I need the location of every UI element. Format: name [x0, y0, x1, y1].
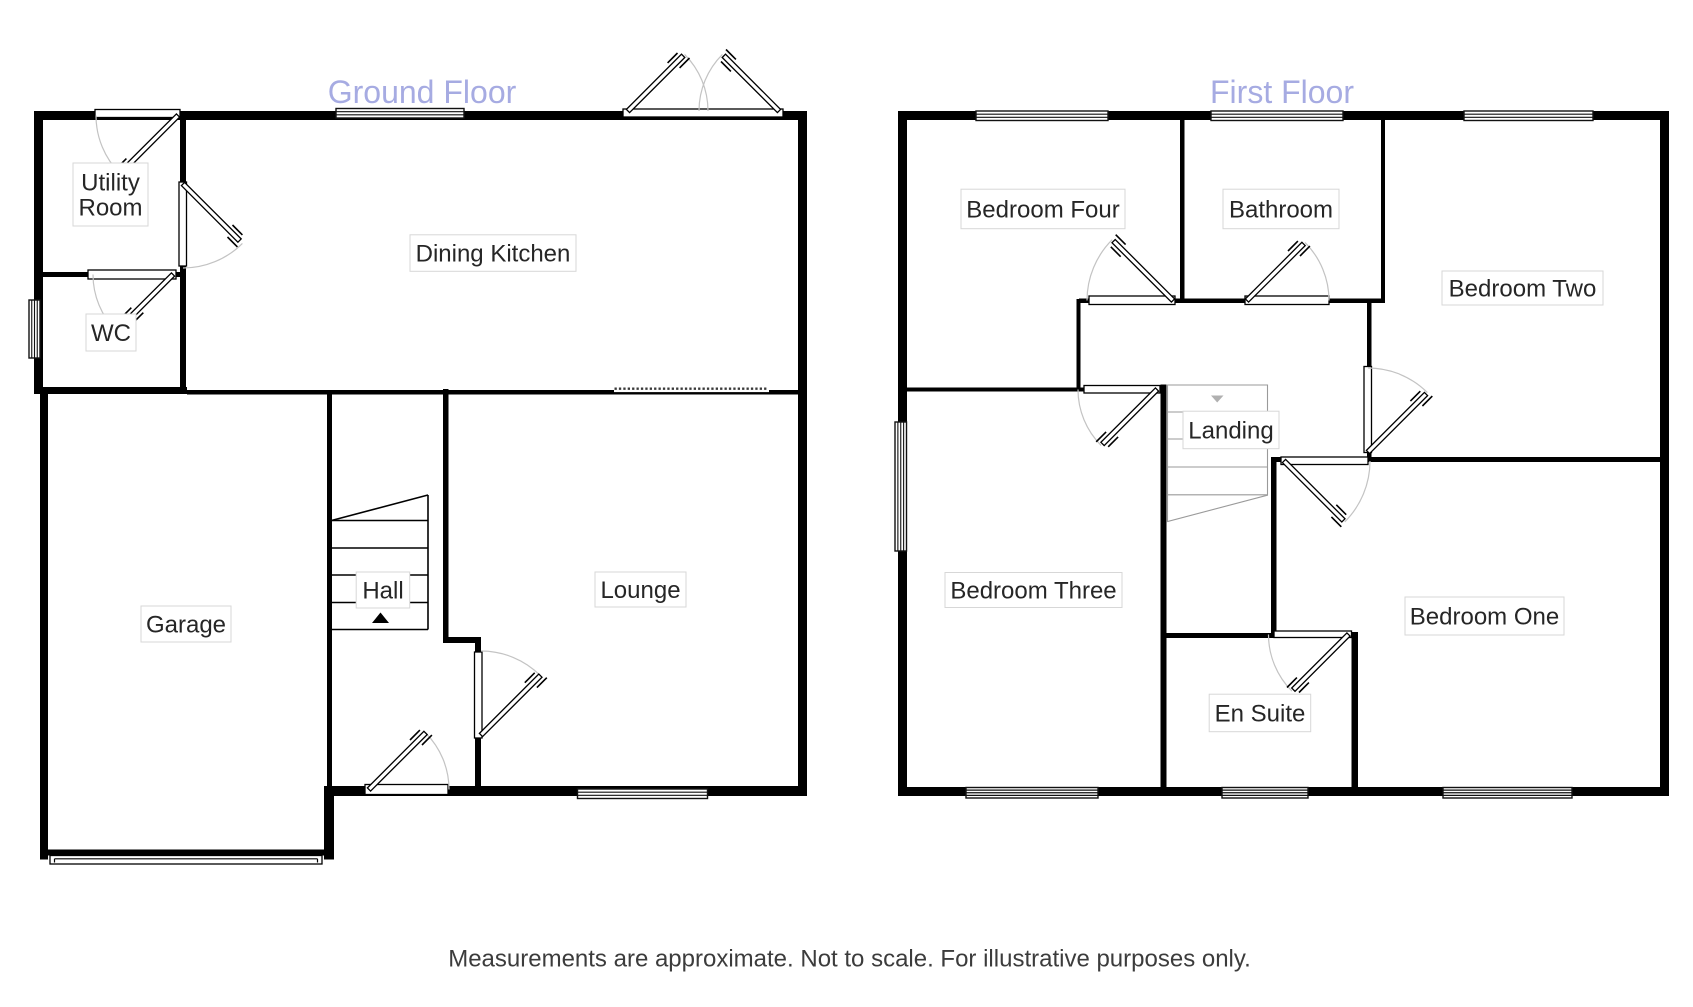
svg-text:Bedroom Two: Bedroom Two	[1449, 276, 1597, 303]
svg-text:Ground Floor: Ground Floor	[328, 74, 517, 110]
svg-text:Dining Kitchen: Dining Kitchen	[416, 241, 571, 268]
svg-text:Bathroom: Bathroom	[1229, 197, 1333, 224]
svg-text:Landing: Landing	[1188, 418, 1273, 445]
svg-text:First Floor: First Floor	[1210, 74, 1354, 110]
svg-text:Bedroom Four: Bedroom Four	[966, 197, 1119, 224]
svg-text:Garage: Garage	[146, 612, 226, 639]
svg-text:Utility: Utility	[81, 170, 140, 197]
svg-text:Room: Room	[78, 195, 142, 222]
svg-text:Bedroom Three: Bedroom Three	[950, 578, 1116, 605]
svg-text:Hall: Hall	[362, 578, 403, 605]
svg-text:Bedroom One: Bedroom One	[1410, 604, 1559, 631]
svg-text:WC: WC	[91, 320, 131, 347]
svg-text:Measurements are approximate.: Measurements are approximate. Not to sca…	[448, 946, 1251, 973]
svg-text:En Suite: En Suite	[1215, 701, 1306, 728]
svg-text:Lounge: Lounge	[600, 577, 680, 604]
